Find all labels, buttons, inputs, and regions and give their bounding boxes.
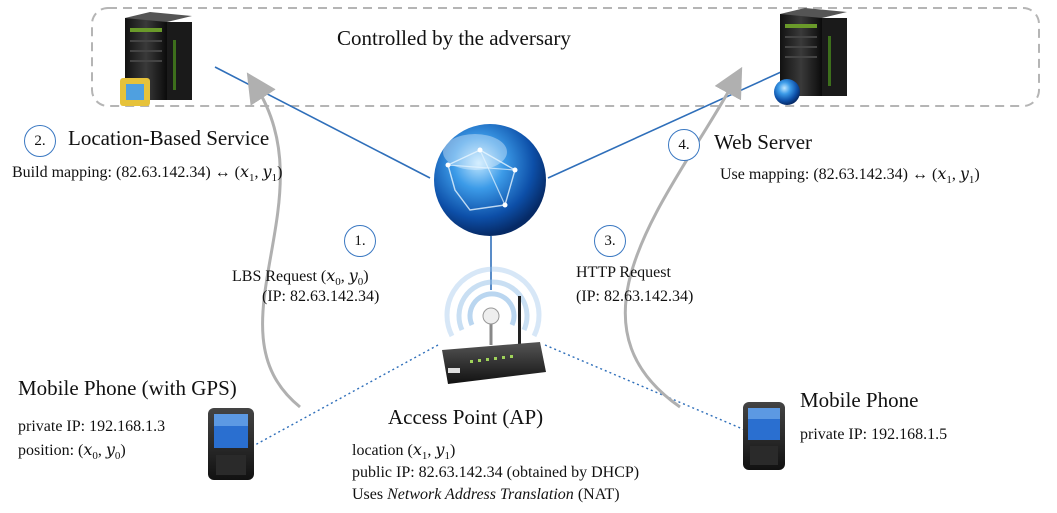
link-web-globe bbox=[547, 61, 804, 179]
http-request-line1: HTTP Request bbox=[576, 264, 671, 281]
step-4-badge: 4. bbox=[668, 129, 700, 161]
phone-gps-icon bbox=[208, 408, 254, 480]
arrow-lbs-request bbox=[246, 72, 301, 409]
lbs-mapping: Build mapping: (82.63.142.34) ↔ (x1, y1) bbox=[12, 162, 283, 185]
ap-title: Access Point (AP) bbox=[388, 405, 544, 429]
lbs-request-line2: (IP: 82.63.142.34) bbox=[262, 288, 380, 305]
internet-globe-icon bbox=[434, 124, 546, 236]
access-point-icon bbox=[442, 266, 546, 384]
link-ap-phone-gps bbox=[254, 344, 439, 446]
web-server-icon bbox=[774, 8, 847, 105]
adversary-label: Controlled by the adversary bbox=[337, 26, 571, 50]
http-request-line2: (IP: 82.63.142.34) bbox=[576, 288, 694, 305]
web-title: Web Server bbox=[714, 130, 813, 154]
adversary-box bbox=[91, 7, 1040, 107]
arrow-http-request bbox=[623, 66, 743, 409]
ap-public-ip: public IP: 82.63.142.34 (obtained by DHC… bbox=[352, 464, 640, 481]
step-2-badge: 2. bbox=[24, 125, 56, 157]
lbs-title: Location-Based Service bbox=[68, 126, 270, 150]
lbs-request-line1: LBS Request (x0, y0) bbox=[232, 266, 369, 289]
phone-icon bbox=[743, 402, 785, 470]
ap-nat: Uses Network Address Translation (NAT) bbox=[352, 486, 620, 503]
phone-title: Mobile Phone bbox=[800, 388, 919, 412]
step-1-badge: 1. bbox=[344, 225, 376, 257]
step-3-badge: 3. bbox=[594, 225, 626, 257]
phone-ip: private IP: 192.168.1.5 bbox=[800, 426, 948, 443]
link-ap-phone bbox=[544, 344, 746, 431]
phone-gps-ip: private IP: 192.168.1.3 bbox=[18, 418, 166, 435]
lbs-server-icon bbox=[120, 12, 192, 106]
phone-gps-position: position: (x0, y0) bbox=[18, 440, 126, 463]
web-mapping: Use mapping: (82.63.142.34) ↔ (x1, y1) bbox=[720, 164, 980, 187]
ap-location: location (x1, y1) bbox=[352, 440, 456, 463]
phone-gps-title: Mobile Phone (with GPS) bbox=[18, 376, 237, 400]
